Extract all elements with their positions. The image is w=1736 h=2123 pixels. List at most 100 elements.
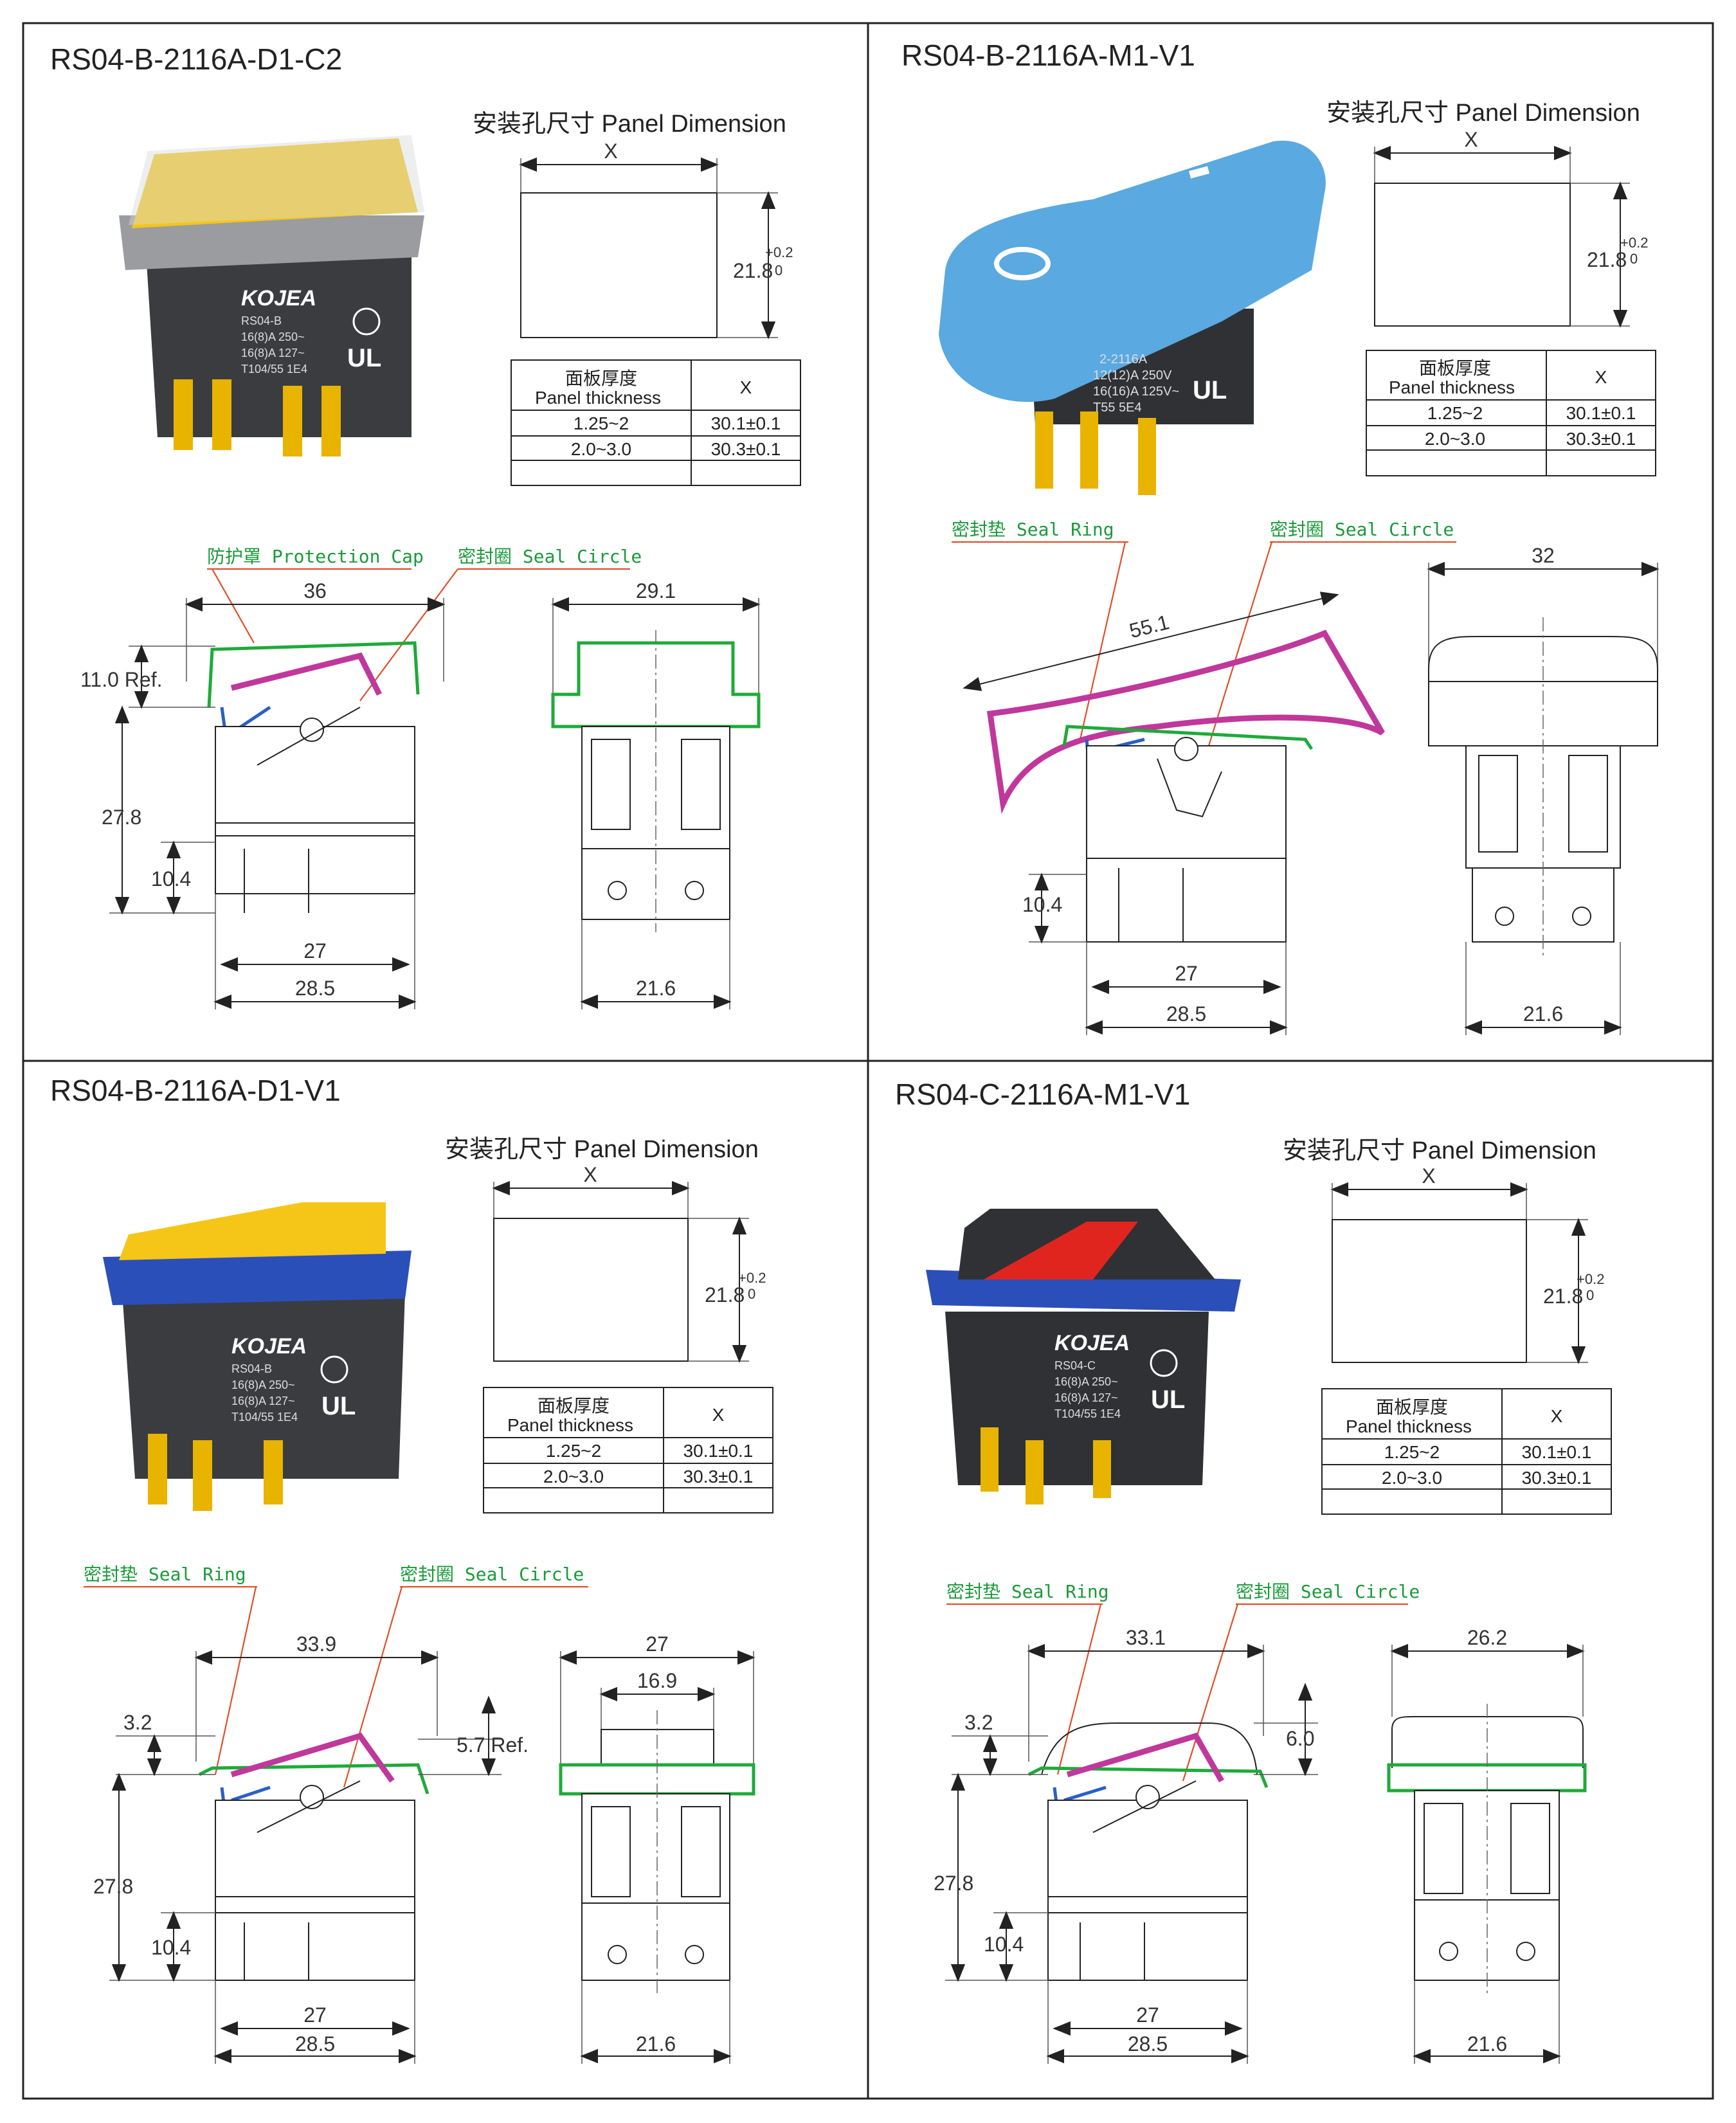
- cutout-rectangle: [520, 192, 718, 338]
- section-view: 33.9 3.2 5.7 Ref. 27.8: [93, 1632, 529, 2064]
- tol-plus: +0.2: [765, 244, 793, 260]
- table-head-x: X: [1551, 1406, 1563, 1426]
- rating-line-2: 16(8)A 250~: [231, 1378, 295, 1391]
- dim-height: 27.8: [93, 1875, 133, 1898]
- dim-pin: 10.4: [151, 867, 191, 890]
- ul-mark-icon: UL: [347, 344, 381, 372]
- dim-top: 33.1: [1126, 1626, 1166, 1649]
- callout-left: 密封垫 Seal Ring: [952, 519, 1114, 540]
- front-view: 29.1 21.6: [551, 579, 761, 1009]
- front-view: 27 16.9 21.6: [559, 1632, 755, 2064]
- panel-rs04-b-d1-c2: RS04-B-2116A-D1-C2 KOJEA RS04-B 16(8)A 2…: [50, 42, 801, 1009]
- panel-rs04-b-d1-v1: RS04-B-2116A-D1-V1 KOJEA RS04-B 16(8)A 2…: [50, 1074, 773, 2064]
- table-cell: 2.0~3.0: [571, 439, 631, 459]
- model-title: RS04-B-2116A-D1-V1: [50, 1074, 341, 1107]
- dim-top: 36: [303, 579, 327, 602]
- section-view: 55.1 10.4 27 28.5: [963, 592, 1391, 1035]
- off-symbol-icon: [994, 247, 1051, 280]
- dim-ref: 11.0 Ref.: [80, 668, 162, 691]
- dim-side-bottom: 21.6: [636, 2032, 676, 2055]
- model-title: RS04-B-2116A-D1-C2: [50, 42, 342, 76]
- front-view: 32 21.6: [1427, 544, 1659, 1035]
- table-head-cn: 面板厚度: [565, 368, 637, 388]
- cert-mark-icon: [352, 307, 381, 336]
- dim-inner: 27: [303, 939, 327, 962]
- dim-outer: 28.5: [1166, 1002, 1206, 1025]
- rating-line-4: T104/55 1E4: [231, 1411, 298, 1423]
- dim-pin: 10.4: [984, 1933, 1024, 1956]
- brand-label: KOJEA: [1054, 1331, 1130, 1355]
- dim-side-bottom: 21.6: [1523, 1002, 1563, 1025]
- dim-outer: 28.5: [295, 977, 335, 1000]
- x-label: X: [1422, 1164, 1435, 1188]
- x-label: X: [604, 140, 617, 163]
- on-symbol-icon: [1188, 166, 1210, 179]
- dim-side-mid: 16.9: [637, 1669, 677, 1692]
- panel-dimension-heading: 安装孔尺寸 Panel Dimension: [473, 111, 786, 138]
- callout-right: 密封圈 Seal Circle: [458, 546, 642, 567]
- rating-line-4: T104/55 1E4: [1054, 1407, 1121, 1420]
- x-label: X: [1464, 128, 1478, 151]
- product-image: 2-2116A 12(12)A 250V 16(16)A 125V~ T55 5…: [939, 140, 1326, 495]
- dim-height: 27.8: [102, 806, 141, 829]
- tol-zero: 0: [748, 1286, 755, 1302]
- dim-side-top: 32: [1532, 544, 1555, 567]
- callout-left: 密封垫 Seal Ring: [84, 1564, 246, 1585]
- tol-plus: +0.2: [738, 1270, 766, 1286]
- dim-outer: 28.5: [1128, 2032, 1168, 2055]
- product-image: KOJEA RS04-B 16(8)A 250~ 16(8)A 127~ T10…: [103, 1202, 411, 1511]
- dim-side-top: 26.2: [1467, 1626, 1507, 1649]
- dim-side-top: 27: [646, 1632, 669, 1656]
- cutout-height: 21.8: [1543, 1285, 1583, 1308]
- dim-pin: 10.4: [1022, 893, 1062, 916]
- table-cell: 30.3±0.1: [711, 439, 781, 459]
- callout-right: 密封圈 Seal Circle: [1236, 1581, 1420, 1602]
- dim-step: 3.2: [964, 1711, 993, 1734]
- table-head-cn: 面板厚度: [1419, 358, 1491, 378]
- table-cell: 2.0~3.0: [1382, 1468, 1442, 1488]
- thickness-table: 面板厚度 Panel thickness X 1.25~2 30.1±0.1 2…: [511, 359, 801, 486]
- tol-plus: +0.2: [1620, 235, 1648, 251]
- thickness-table: 面板厚度 Panel thickness X 1.25~2 30.1±0.1 2…: [483, 1387, 773, 1513]
- table-head-cn: 面板厚度: [1376, 1397, 1448, 1417]
- rating-line-2: 16(8)A 250~: [241, 330, 305, 343]
- model-title: RS04-C-2116A-M1-V1: [895, 1078, 1190, 1111]
- rating-line-3: 16(16)A 125V~: [1093, 384, 1179, 399]
- cutout-height: 21.8: [733, 259, 773, 282]
- dim-inner: 27: [303, 2003, 327, 2027]
- dim-side-top: 29.1: [636, 579, 676, 602]
- ul-mark-icon: UL: [1151, 1386, 1185, 1414]
- dim-side-bottom: 21.6: [636, 977, 676, 1000]
- panel-rs04-b-m1-v1: RS04-B-2116A-M1-V1 2-2116A 12(12)A 250V …: [901, 39, 1659, 1035]
- table-cell: 1.25~2: [574, 413, 629, 433]
- table-cell: 30.3±0.1: [1566, 429, 1636, 449]
- front-view: 26.2 21.6: [1387, 1626, 1587, 2064]
- cutout-height: 21.8: [1587, 248, 1627, 271]
- table-cell: 30.3±0.1: [683, 1467, 754, 1486]
- table-cell: 30.1±0.1: [1566, 403, 1636, 423]
- table-cell: 1.25~2: [1384, 1442, 1440, 1462]
- dim-inner: 27: [1175, 962, 1198, 985]
- thickness-table: 面板厚度 Panel thickness X 1.25~2 30.1±0.1 2…: [1321, 1388, 1612, 1515]
- rating-line-1: RS04-B: [241, 314, 282, 327]
- table-cell: 30.1±0.1: [1522, 1442, 1592, 1462]
- rating-line-2: 12(12)A 250V: [1093, 368, 1172, 383]
- product-image: KOJEA RS04-B 16(8)A 250~ 16(8)A 127~ T10…: [119, 135, 424, 456]
- cutout-rectangle: [1332, 1219, 1527, 1363]
- panel-dimension-heading: 安装孔尺寸 Panel Dimension: [1326, 100, 1640, 127]
- rating-line-4: T104/55 1E4: [241, 363, 307, 375]
- x-label: X: [583, 1163, 597, 1186]
- tol-zero: 0: [775, 262, 782, 278]
- cutout-rectangle: [1374, 183, 1571, 327]
- dim-top: 33.9: [296, 1632, 336, 1656]
- section-view: 36 11.0 Ref. 27.8 10.4: [80, 579, 446, 1009]
- tol-plus: +0.2: [1577, 1271, 1604, 1287]
- ul-mark-icon: UL: [321, 1392, 356, 1420]
- panel-dimension-heading: 安装孔尺寸 Panel Dimension: [445, 1136, 759, 1163]
- cert-mark-icon: [320, 1355, 348, 1384]
- rating-line-1: 2-2116A: [1099, 352, 1148, 366]
- rating-line-3: 16(8)A 127~: [241, 347, 305, 359]
- section-view: 33.1 3.2 6.0 27.8: [934, 1626, 1318, 2064]
- dim-side-bottom: 21.6: [1467, 2032, 1507, 2055]
